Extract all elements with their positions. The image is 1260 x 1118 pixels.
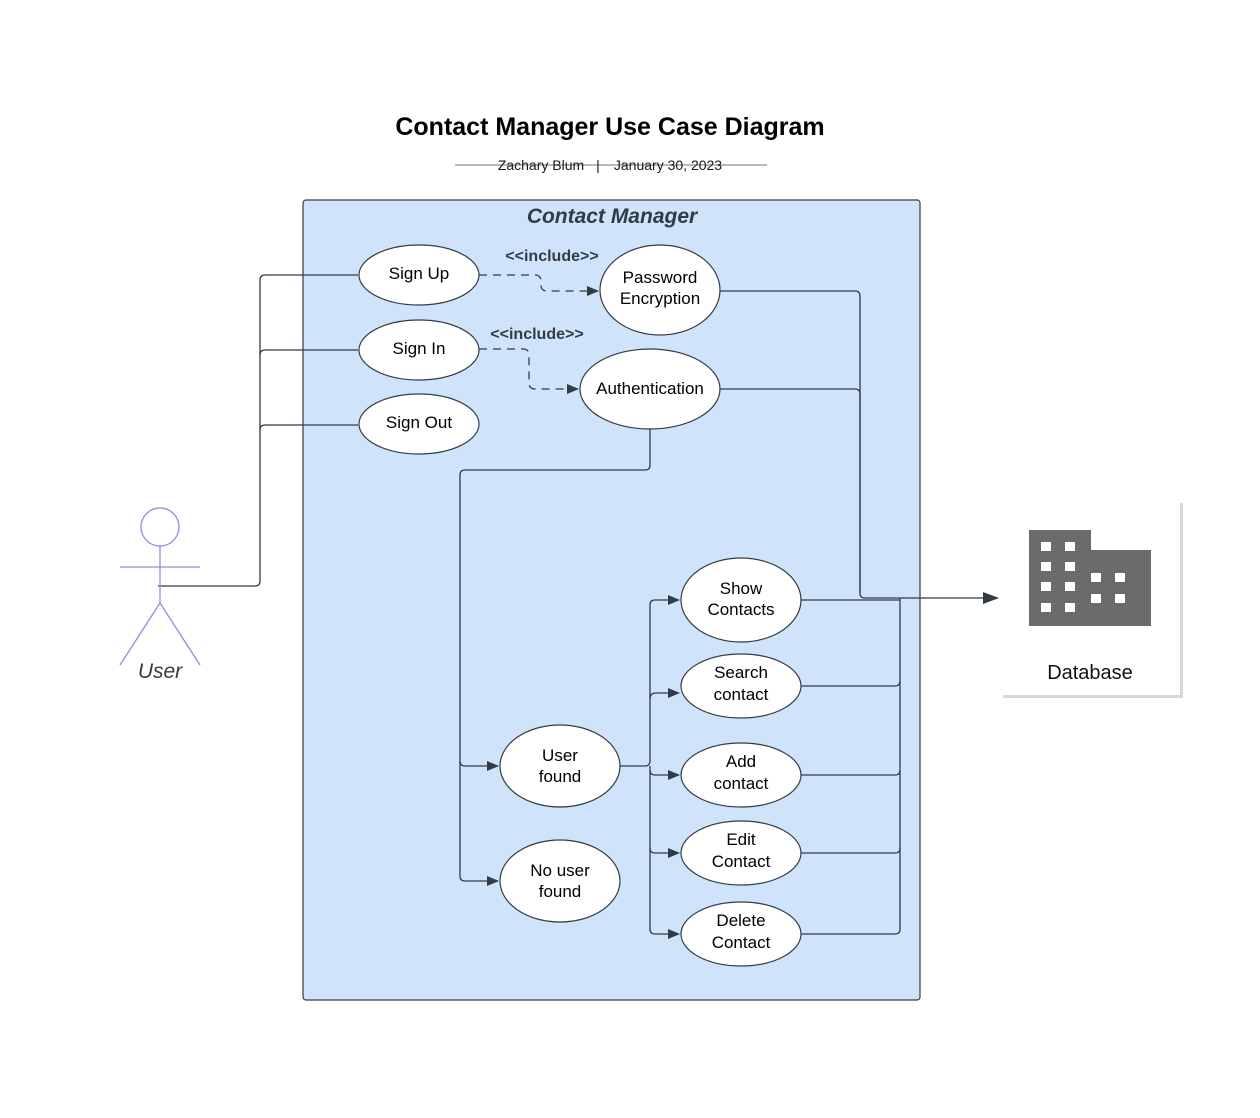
signup-include-arrow <box>479 274 599 296</box>
use-case-label: Search <box>714 663 768 682</box>
use-case-label: Add <box>726 752 756 771</box>
use-case-label: Show <box>720 579 763 598</box>
use-case-password-encryption[interactable]: Password Encryption <box>599 244 721 336</box>
found-show-arrow <box>619 595 680 767</box>
use-case-label: contact <box>714 685 769 704</box>
use-case-label: Contacts <box>707 600 774 619</box>
use-case-label: contact <box>714 774 769 793</box>
use-case-sign-in[interactable]: Sign In <box>358 319 480 381</box>
found-edit-arrow <box>649 847 680 858</box>
use-case-label: Sign In <box>393 339 446 358</box>
use-case-no-user-found[interactable]: No user found <box>499 839 621 923</box>
use-case-label: found <box>539 767 582 786</box>
found-delete-arrow <box>649 766 680 939</box>
use-case-label: Sign Out <box>386 413 452 432</box>
use-case-label: Password <box>623 268 698 287</box>
use-case-label: found <box>539 882 582 901</box>
use-case-show-contacts[interactable]: Show Contacts <box>680 557 802 643</box>
database-bus-line <box>801 598 901 935</box>
actor-signup-association <box>158 274 358 587</box>
auth-user-found-arrow <box>459 760 499 771</box>
use-case-label: Edit <box>726 830 756 849</box>
system-label: Contact Manager <box>527 205 699 228</box>
use-case-edit-contact[interactable]: Edit Contact <box>680 820 802 886</box>
found-add-arrow <box>649 769 680 780</box>
edit-database-connector <box>801 847 901 854</box>
actor-signin-association <box>259 349 358 356</box>
use-case-add-contact[interactable]: Add contact <box>680 742 802 808</box>
authentication-database-connector <box>719 388 861 593</box>
use-case-label: Contact <box>712 852 771 871</box>
use-case-label: No user <box>530 861 590 880</box>
signin-include-arrow <box>479 348 579 394</box>
include-label-signin: <<include>> <box>490 326 583 343</box>
user-actor-icon[interactable] <box>119 507 201 666</box>
use-case-authentication[interactable]: Authentication <box>579 348 721 430</box>
date-label: January 30, 2023 <box>614 157 722 173</box>
add-database-connector <box>801 769 901 776</box>
use-case-sign-out[interactable]: Sign Out <box>358 393 480 455</box>
actor-signout-association <box>259 424 358 431</box>
diagram-title: Contact Manager Use Case Diagram <box>395 113 824 141</box>
search-database-connector <box>801 680 901 687</box>
use-case-sign-up[interactable]: Sign Up <box>358 244 480 306</box>
use-case-label: User <box>542 746 578 765</box>
author-label: Zachary Blum <box>498 157 584 173</box>
database-label: Database <box>1047 662 1133 684</box>
use-case-label: Encryption <box>620 289 700 308</box>
database-node[interactable]: Database <box>1000 500 1183 698</box>
actor-label: User <box>138 660 183 683</box>
include-label-signup: <<include>> <box>505 248 598 265</box>
subtitle-separator: | <box>596 157 600 173</box>
use-case-user-found[interactable]: User found <box>499 724 621 808</box>
building-icon <box>1029 530 1151 626</box>
use-case-label: Delete <box>716 911 765 930</box>
use-case-label: Sign Up <box>389 264 449 283</box>
use-case-delete-contact[interactable]: Delete Contact <box>680 901 802 967</box>
use-case-search-contact[interactable]: Search contact <box>680 653 802 719</box>
found-search-arrow <box>649 688 680 700</box>
auth-no-user-arrow <box>459 429 651 886</box>
use-case-label: Authentication <box>596 379 704 398</box>
use-case-label: Contact <box>712 933 771 952</box>
